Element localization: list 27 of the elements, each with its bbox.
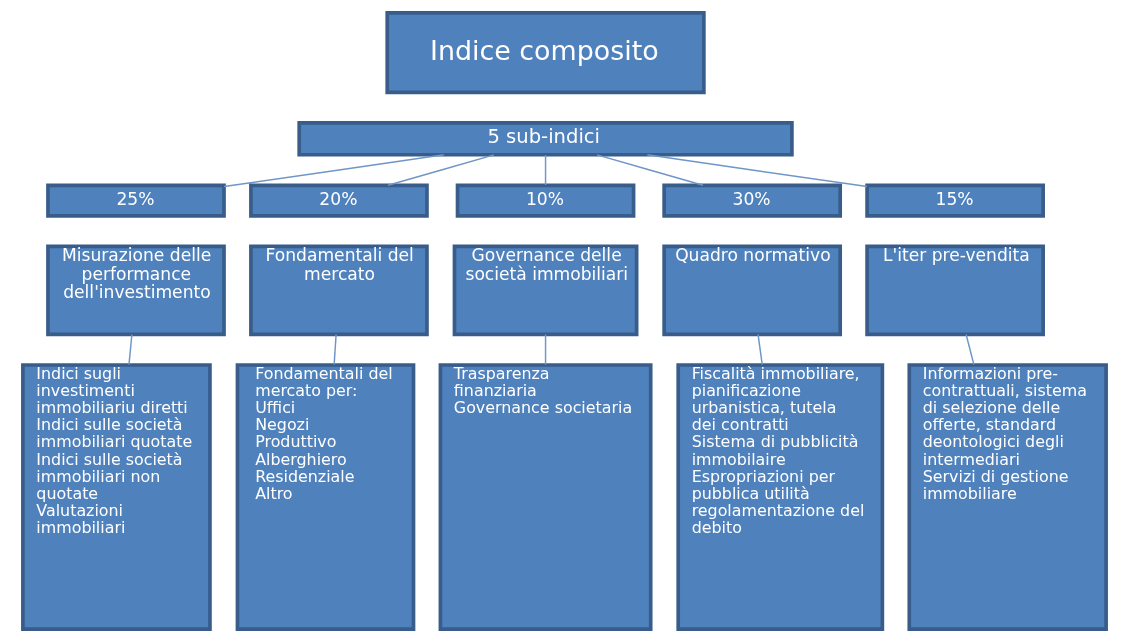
- connector: [544, 154, 546, 186]
- node-box: Trasparenza finanziaria Governance societaria: [438, 363, 653, 631]
- node-box: Indici sugli investimenti immobiliariu diretti Indici sulle società immobiliari quotate Indici sulle società immobiliari non quotate Valutazioni immobiliari: [20, 363, 212, 631]
- node-box: L'iter pre-vendita: [864, 244, 1045, 337]
- node-box: Fiscalità immobiliare, pianificazione urbanistica, tutela dei contratti Sistema di pubblicità immobilaire Espropriazioni per pubblica utilità regolamentazione del debito: [675, 363, 884, 631]
- node-box: 30%: [661, 183, 842, 218]
- node-box: 15%: [864, 183, 1045, 218]
- node-box: Indice composito: [384, 11, 706, 95]
- connector: [756, 333, 763, 366]
- node-box: Informazioni pre-contrattuali, sistema di selezione delle offerte, standard deontologici degli intermediari Servizi di gestione immobiliare: [906, 363, 1108, 631]
- node-box: Governance delle società immobiliari: [452, 244, 638, 337]
- node-box: 20%: [248, 183, 429, 218]
- connector: [222, 154, 444, 188]
- connector: [386, 154, 495, 186]
- connector: [332, 333, 337, 366]
- node-box: Misurazione delle performance dell'investimento: [45, 244, 226, 337]
- connector: [964, 333, 975, 366]
- node-box: Fondamentali del mercato: [248, 244, 429, 337]
- node-box: 25%: [45, 183, 226, 218]
- node-box: 5 sub-indici: [296, 121, 794, 157]
- node-box: Quadro normativo: [661, 244, 842, 337]
- connector: [595, 154, 704, 186]
- node-box: 10%: [455, 183, 635, 218]
- connector: [646, 154, 868, 188]
- connector: [127, 333, 133, 366]
- node-box: Fondamentali del mercato per: Uffici Negozi Produttivo Alberghiero Residenziale Altro: [235, 363, 415, 631]
- connector: [544, 333, 546, 366]
